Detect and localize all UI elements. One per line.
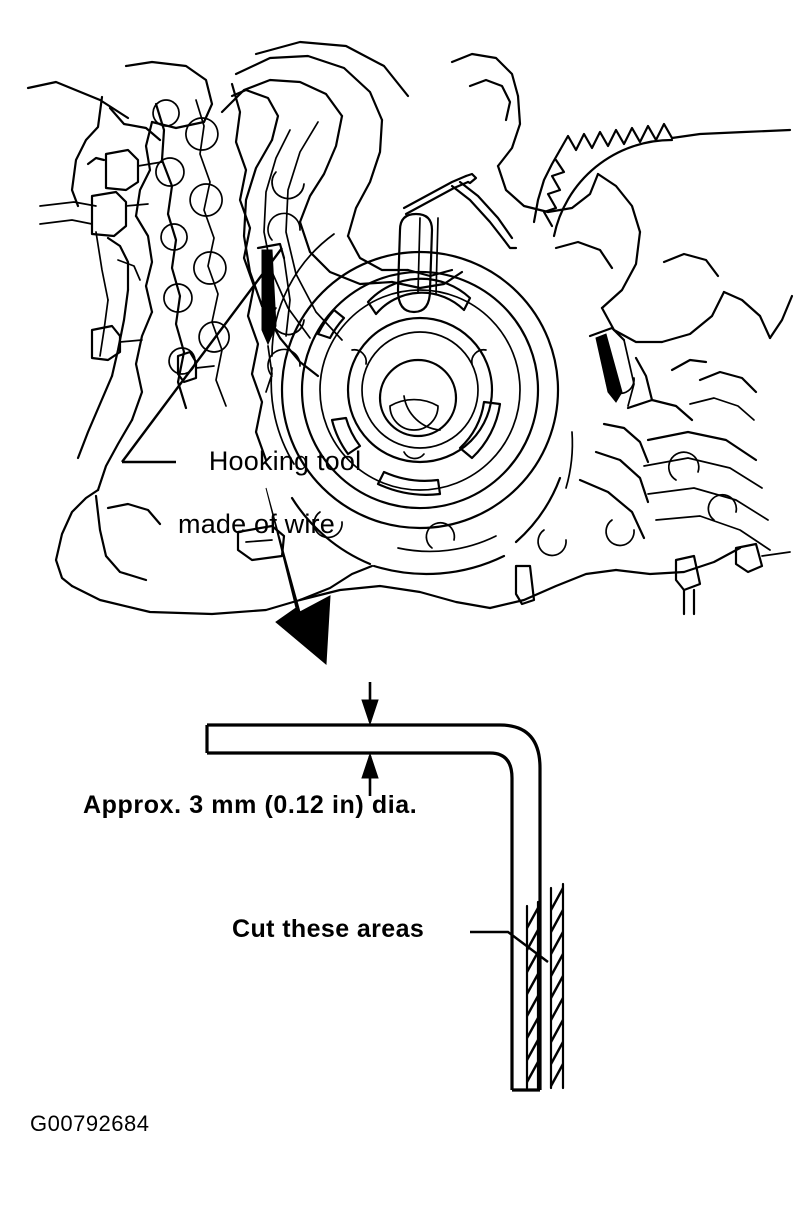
cut-area-hatching: [525, 882, 565, 1090]
casting-fins: [578, 356, 771, 551]
cut-areas-label: Cut these areas: [232, 915, 425, 943]
diameter-dimension-arrows: [361, 682, 379, 796]
cut-areas-leader-line: [470, 930, 549, 963]
hooking-tool-label-line2: made of wire: [178, 509, 335, 540]
flow-arrow-down: [265, 487, 331, 666]
hooking-tool-tip-marker: [256, 242, 291, 393]
diameter-dimension-label: Approx. 3 mm (0.12 in) dia.: [83, 791, 418, 819]
engine-assembly-drawing: [26, 40, 794, 616]
hooking-tool-label: Hooking tool made of wire: [178, 418, 361, 598]
figure-id-caption: G00792684: [30, 1111, 150, 1136]
wire-tool-detail-view: [205, 682, 565, 1092]
lower-flange: [236, 511, 791, 616]
hooking-tool-leader-line: [121, 247, 283, 464]
secondary-tool-marker: [588, 326, 635, 407]
hooking-tool-label-line1: Hooking tool: [208, 446, 362, 477]
hooking-tool-in-use: [402, 172, 518, 250]
ring-gear-teeth: [532, 122, 792, 238]
